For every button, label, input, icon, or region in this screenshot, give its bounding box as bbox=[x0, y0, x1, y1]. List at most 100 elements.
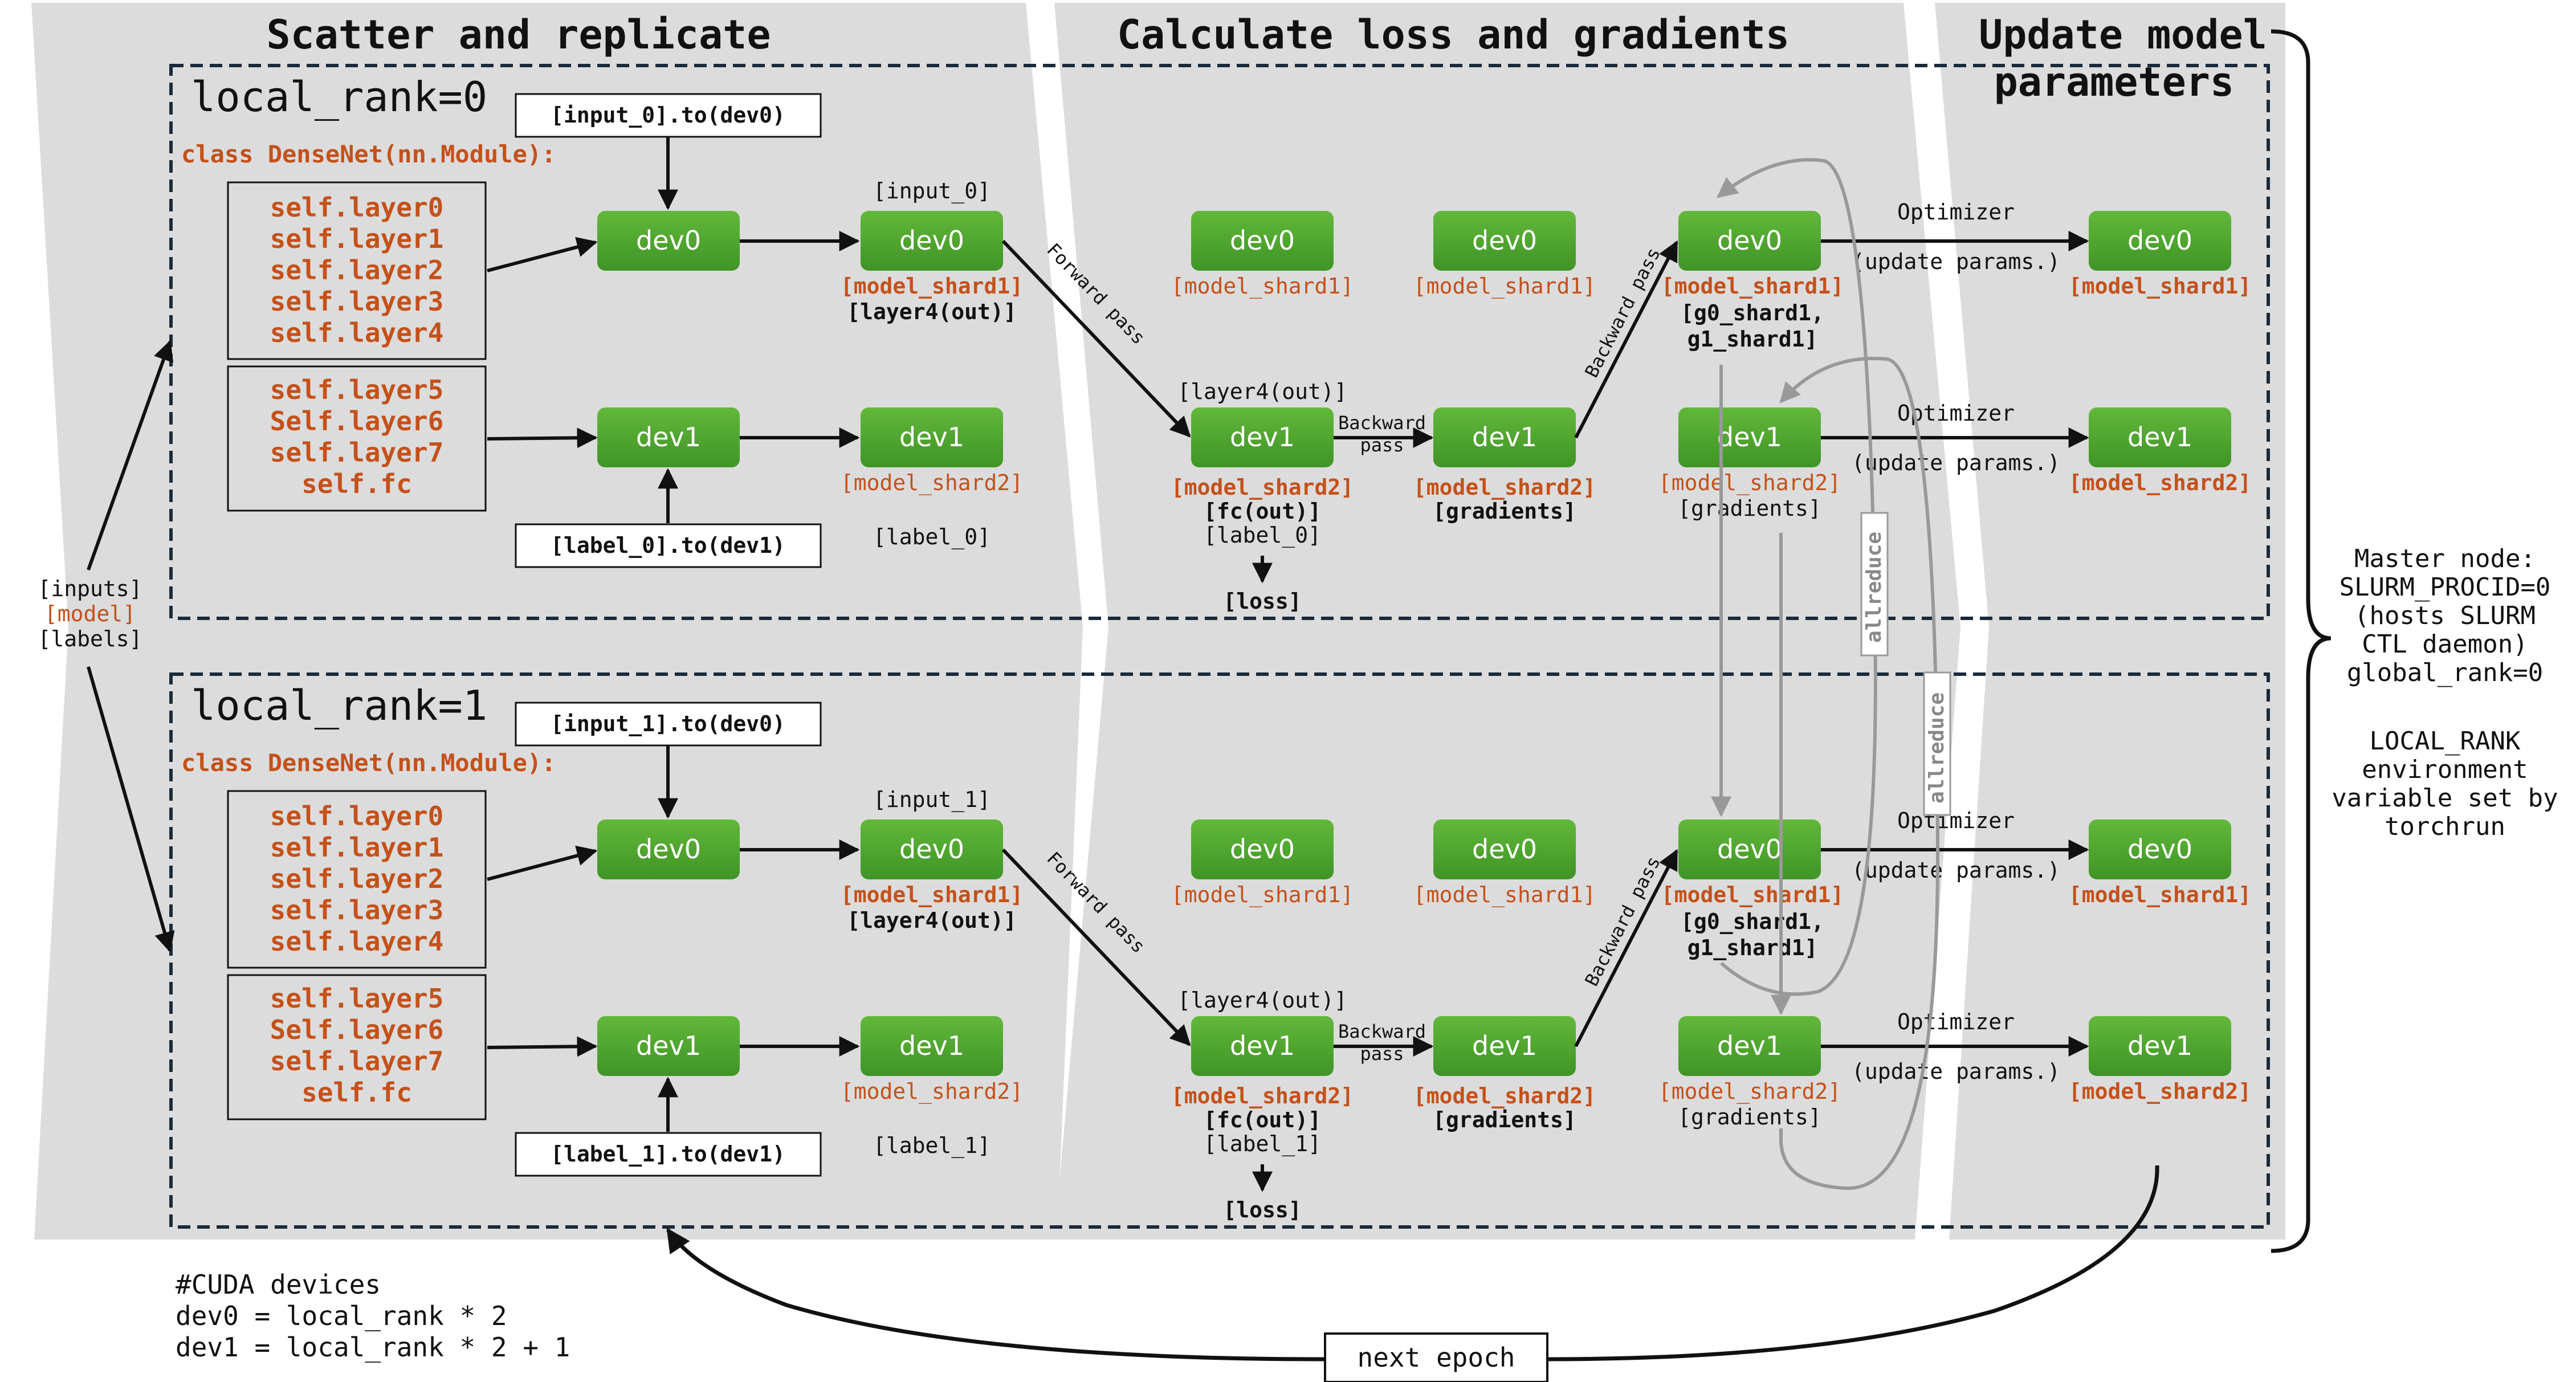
layer-name: Self.layer6 bbox=[270, 1014, 444, 1045]
shard-label: [model_shard1] bbox=[1171, 274, 1354, 299]
label-tag: [label_1] bbox=[1204, 1131, 1321, 1157]
input-to-device-label: [input_1].to(dev0) bbox=[551, 711, 785, 736]
svg-text:dev1: dev1 bbox=[1230, 422, 1295, 452]
device-node: dev0 bbox=[861, 211, 1003, 271]
label-to-device-label: [label_0].to(dev1) bbox=[551, 533, 785, 558]
arrow bbox=[87, 666, 175, 953]
backward-label-b: pass bbox=[1360, 434, 1404, 456]
master-note-line: Master node: bbox=[2354, 544, 2536, 573]
shard-label: [model_shard1] bbox=[1413, 882, 1596, 908]
master-note-line: environment bbox=[2362, 755, 2528, 784]
svg-text:dev0: dev0 bbox=[1230, 834, 1295, 865]
shard-label: [model_shard2] bbox=[2069, 1079, 2251, 1104]
svg-text:dev0: dev0 bbox=[636, 834, 701, 865]
labels-label: [labels] bbox=[38, 626, 142, 651]
layer-name: self.layer2 bbox=[270, 255, 444, 286]
next-epoch-curve-right bbox=[1547, 1165, 2159, 1361]
forward-pass-arrow bbox=[1001, 848, 1191, 1046]
rank-1: local_rank=1 class DenseNet(nn.Module): … bbox=[181, 682, 2251, 1222]
svg-text:dev1: dev1 bbox=[1472, 1030, 1537, 1061]
device-node: dev0 bbox=[1678, 820, 1821, 879]
shard1-layers-box bbox=[227, 181, 487, 360]
label-tag: [label_0] bbox=[1204, 523, 1321, 548]
device-node: dev1 bbox=[1433, 407, 1576, 467]
backward-label-b: pass bbox=[1360, 1043, 1404, 1065]
shard2-layers-box bbox=[227, 365, 487, 512]
device-node: dev1 bbox=[2089, 1016, 2231, 1076]
svg-text:dev1: dev1 bbox=[1717, 1030, 1782, 1061]
grad-shard-label: [g0_shard1, bbox=[1681, 300, 1824, 325]
layer-name: self.layer5 bbox=[270, 983, 444, 1014]
update-params-label: (update params.) bbox=[1852, 249, 2060, 274]
shard-label: [model_shard2] bbox=[1658, 1079, 1841, 1104]
shard-label: [model_shard1] bbox=[1661, 882, 1844, 907]
output-label: [layer4(out)] bbox=[1177, 988, 1347, 1013]
gradients-label: [gradients] bbox=[1678, 496, 1821, 521]
device-node: dev1 bbox=[1433, 1016, 1576, 1076]
shard-label: [model_shard1] bbox=[2069, 882, 2251, 907]
phase-scatter-bg bbox=[31, 3, 1083, 1240]
device-node: dev0 bbox=[1433, 820, 1576, 879]
update-params-label: (update params.) bbox=[1852, 1059, 2060, 1084]
device-node: dev0 bbox=[2089, 820, 2231, 879]
forward-pass-arrow bbox=[1001, 239, 1191, 438]
optimizer-label: Optimizer bbox=[1897, 808, 2015, 833]
device-node: dev0 bbox=[1191, 820, 1334, 879]
allreduce-loop bbox=[1779, 357, 1940, 1191]
svg-text:dev0: dev0 bbox=[636, 225, 701, 256]
rank-label: local_rank=1 bbox=[191, 682, 487, 729]
layer-name: self.layer0 bbox=[270, 801, 444, 831]
svg-text:dev0: dev0 bbox=[1472, 225, 1537, 256]
device-node: dev1 bbox=[2089, 407, 2231, 467]
device-node: dev0 bbox=[861, 820, 1003, 879]
svg-text:dev1: dev1 bbox=[899, 422, 964, 452]
grad-shard-label: g1_shard1] bbox=[1688, 935, 1818, 960]
next-epoch-box bbox=[1324, 1332, 1548, 1382]
device-node: dev1 bbox=[1191, 407, 1334, 467]
input-to-device-label: [input_0].to(dev0) bbox=[551, 103, 785, 128]
phase-title-loss: Calculate loss and gradients bbox=[1117, 11, 1790, 58]
shard-label: [model_shard1] bbox=[841, 882, 1023, 907]
arrow bbox=[487, 845, 598, 881]
allreduce-shard1: allreduce bbox=[1711, 158, 1889, 996]
output-label: [layer4(out)] bbox=[1177, 379, 1347, 404]
shard-label: [model_shard2] bbox=[2069, 470, 2251, 495]
layer-name: self.layer1 bbox=[270, 832, 444, 863]
phase-update-bg bbox=[1935, 3, 2285, 1240]
master-note-line: (hosts SLURM bbox=[2354, 601, 2536, 630]
grad-shard-label: [g0_shard1, bbox=[1681, 909, 1824, 934]
allreduce-label: allreduce bbox=[1925, 692, 1949, 804]
input-tag: [input_0] bbox=[873, 178, 991, 204]
shard-label: [model_shard2] bbox=[841, 470, 1023, 496]
output-label: [layer4(out)] bbox=[847, 908, 1016, 933]
inputs-list: [inputs] [model] [labels] bbox=[38, 340, 175, 953]
svg-text:dev0: dev0 bbox=[1230, 225, 1295, 256]
cuda-note: #CUDA devices dev0 = local_rank * 2 dev1… bbox=[176, 1269, 570, 1363]
output-label: [fc(out)] bbox=[1204, 499, 1321, 524]
master-note-line: torchrun bbox=[2385, 812, 2505, 841]
layer-name: self.layer4 bbox=[270, 926, 444, 957]
svg-text:dev0: dev0 bbox=[1717, 225, 1782, 256]
device-node: dev1 bbox=[1678, 1016, 1821, 1076]
arrow bbox=[487, 427, 598, 449]
label-tag: [label_0] bbox=[873, 524, 991, 550]
shard-label: [model_shard2] bbox=[1413, 475, 1596, 500]
allreduce-shard2: allreduce bbox=[1771, 357, 1951, 1191]
shard2-layers-box bbox=[227, 974, 487, 1120]
input-to-device-box bbox=[515, 93, 822, 138]
layer-name: self.layer1 bbox=[270, 223, 444, 254]
shard-label: [model_shard2] bbox=[841, 1079, 1023, 1104]
svg-text:dev0: dev0 bbox=[1472, 834, 1537, 865]
shard-label: [model_shard2] bbox=[1413, 1083, 1596, 1108]
master-node-bracket bbox=[2271, 29, 2332, 1253]
optimizer-label: Optimizer bbox=[1897, 199, 2015, 225]
rank-label: local_rank=0 bbox=[191, 73, 487, 121]
arrow bbox=[87, 340, 174, 571]
allreduce-badge bbox=[1923, 671, 1951, 816]
svg-text:dev1: dev1 bbox=[899, 1030, 964, 1061]
layer-name: self.fc bbox=[301, 1077, 412, 1108]
layer-name: self.layer4 bbox=[270, 317, 444, 348]
output-label: [layer4(out)] bbox=[847, 299, 1016, 324]
next-epoch-label: next epoch bbox=[1358, 1342, 1515, 1373]
